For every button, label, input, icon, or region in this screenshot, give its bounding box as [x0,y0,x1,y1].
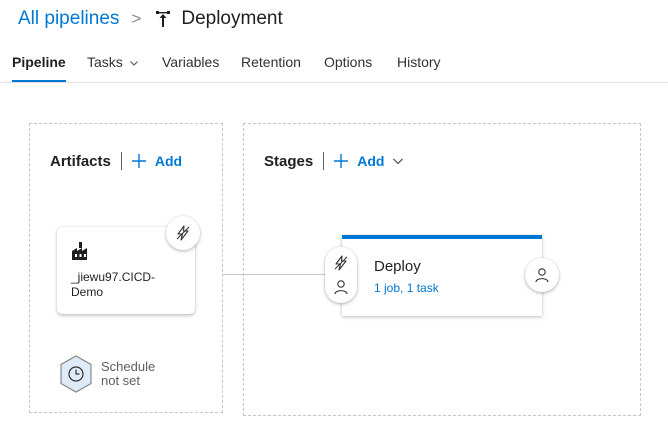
tab-pipeline-label: Pipeline [12,54,66,70]
all-pipelines-link[interactable]: All pipelines [18,8,120,29]
tab-options[interactable]: Options [324,54,372,80]
chevron-down-icon [129,61,138,67]
pre-deployment-conditions[interactable] [325,247,357,303]
page-title: Deployment [181,8,283,29]
approver-person-icon [535,268,549,283]
chevron-down-icon [393,158,404,165]
artifacts-header: Artifacts Add [50,152,182,170]
tab-tasks-label: Tasks [87,54,123,70]
tab-tasks[interactable]: Tasks [87,54,139,80]
artifact-card[interactable]: _jiewu97.CICD- Demo [57,227,195,314]
tab-variables[interactable]: Variables [162,54,219,80]
schedule-line-1: Schedule [101,359,156,374]
tab-retention[interactable]: Retention [241,54,301,80]
stages-panel: Stages Add [243,123,641,416]
plus-icon [131,154,146,168]
header-divider [323,152,325,170]
release-pipeline-icon [156,11,171,27]
tab-history-label: History [397,54,441,70]
add-stage-label: Add [357,153,385,169]
lightning-icon [334,255,348,271]
lightning-icon [176,225,190,241]
schedule-label: Schedule not set [101,360,155,388]
add-artifact-button[interactable]: Add [131,153,182,169]
artifact-name: _jiewu97.CICD- Demo [71,270,156,299]
breadcrumb: All pipelines > Deployment [18,6,283,32]
stage-name: Deploy [374,258,421,275]
artifacts-panel: Artifacts Add [29,123,223,413]
tab-options-label: Options [324,54,373,70]
tab-history[interactable]: History [397,54,441,80]
stage-tasks-link[interactable]: 1 job, 1 task [374,281,439,295]
tab-retention-label: Retention [241,54,301,70]
stages-header: Stages Add [264,152,412,170]
tab-variables-label: Variables [162,54,220,70]
stage-card-deploy[interactable]: Deploy 1 job, 1 task [342,235,542,316]
stage-status-bar [342,235,542,239]
header-divider [120,152,122,170]
artifact-stage-connector [222,274,342,275]
approver-person-icon [334,280,348,295]
add-stage-button[interactable]: Add [333,153,412,169]
tab-bar: Pipeline Tasks Variables Retention Optio… [0,44,668,83]
post-deployment-conditions-button[interactable] [525,258,559,292]
schedule-trigger[interactable]: Schedule not set [59,355,155,393]
add-artifact-label: Add [154,153,183,169]
stages-title: Stages [264,152,314,170]
breadcrumb-separator: > [131,9,142,28]
tab-pipeline[interactable]: Pipeline [12,54,66,82]
schedule-line-2: not set [101,373,141,388]
build-factory-icon [72,242,87,260]
continuous-deployment-trigger-button[interactable] [166,216,200,250]
plus-icon [334,154,349,168]
artifacts-title: Artifacts [50,152,111,170]
schedule-clock-icon [60,355,92,393]
